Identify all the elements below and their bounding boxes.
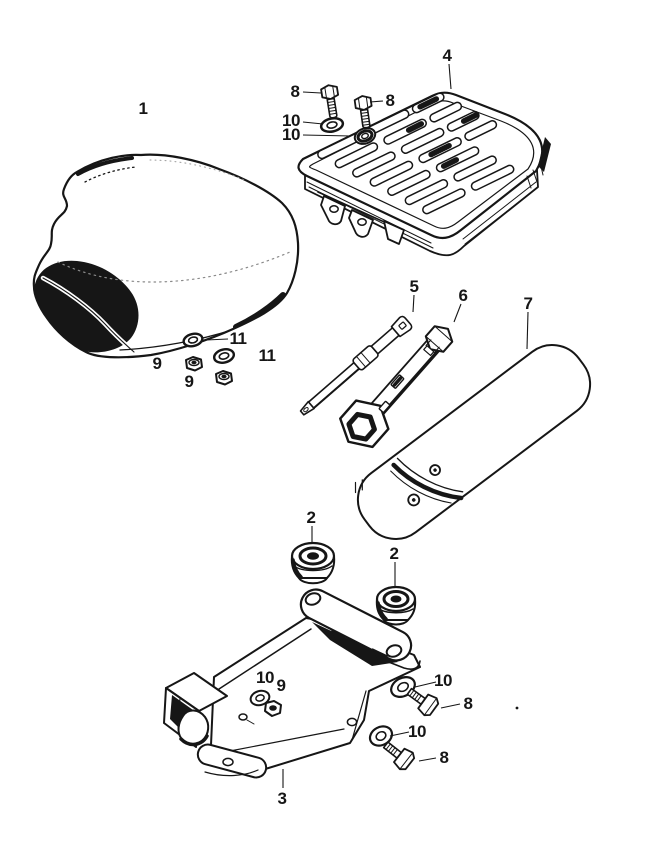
leader-line (369, 100, 384, 103)
bag-flap-crease (391, 462, 464, 501)
rack-inner-rim (309, 100, 535, 229)
callout-bolt: 8 (291, 82, 300, 101)
leader-line (414, 681, 437, 688)
callout-washer: 10 (282, 111, 300, 130)
washer-drawing (368, 725, 394, 747)
callout-seat: 1 (139, 99, 148, 118)
hex-nut-drawing (215, 370, 233, 386)
leader-line (448, 63, 452, 90)
leader-line (302, 134, 352, 137)
callout-washer: 11 (259, 346, 276, 365)
leader-line (302, 91, 322, 94)
rack-slot-shadows (405, 96, 480, 169)
washer-drawing (182, 332, 204, 348)
callout-washer: 10 (256, 668, 274, 687)
callout-tool-bag: 7 (524, 294, 533, 313)
callout-nut: 9 (185, 372, 194, 391)
plate-hole (385, 644, 403, 658)
hex-bolt-drawing (406, 687, 440, 717)
hex-nut-drawing (185, 356, 203, 372)
callout-bushing: 2 (307, 508, 316, 527)
tool-bag-drawing (354, 344, 592, 540)
screwdriver-drawing (299, 315, 413, 416)
callout-bushing: 2 (390, 544, 399, 563)
callout-bracket: 3 (278, 789, 287, 808)
hex-bolt-drawing (353, 95, 373, 129)
rubber-bushing-drawing (375, 585, 417, 626)
bracket-small-hole (238, 713, 248, 721)
leader-lines (205, 63, 529, 788)
callout-bolt: 8 (386, 91, 395, 110)
stray-dot (515, 706, 519, 710)
leader-line (389, 731, 410, 737)
callout-carrier: 4 (443, 46, 453, 65)
leader-line (453, 303, 462, 323)
callout-washer: 11 (230, 329, 247, 348)
hex-bolt-drawing (320, 84, 340, 119)
seat-bracket-drawing (163, 588, 421, 779)
rack-grommet (353, 127, 377, 145)
leader-line (440, 703, 461, 709)
box-spanner-drawing (339, 325, 454, 449)
bracket-top-plate (299, 588, 413, 662)
bracket-face-washer (249, 689, 271, 707)
callout-nut: 9 (277, 676, 286, 695)
callout-spanner: 6 (459, 286, 468, 305)
callout-nut: 9 (153, 354, 162, 373)
luggage-carrier-drawing (297, 91, 551, 257)
leader-line (302, 121, 324, 125)
callout-screwdriver: 5 (410, 277, 419, 296)
hex-bolt-drawing (382, 741, 416, 771)
callout-washer: 10 (434, 671, 452, 690)
leader-line (412, 294, 415, 313)
spanner-hex-cap (424, 325, 454, 353)
washer-drawing (212, 348, 236, 364)
rubber-bushing-drawing (290, 541, 336, 585)
leader-line (205, 338, 229, 341)
plate-hole (304, 592, 322, 606)
leader-line (526, 311, 529, 350)
seat-drawing (32, 153, 300, 359)
callout-washer: 10 (282, 125, 300, 144)
leader-line (418, 757, 437, 762)
callout-bolt: 8 (440, 748, 449, 767)
washer-drawing (319, 116, 345, 134)
callout-washer: 10 (408, 722, 426, 741)
bracket-flange-hole (346, 717, 358, 727)
callout-bolt: 8 (464, 694, 473, 713)
